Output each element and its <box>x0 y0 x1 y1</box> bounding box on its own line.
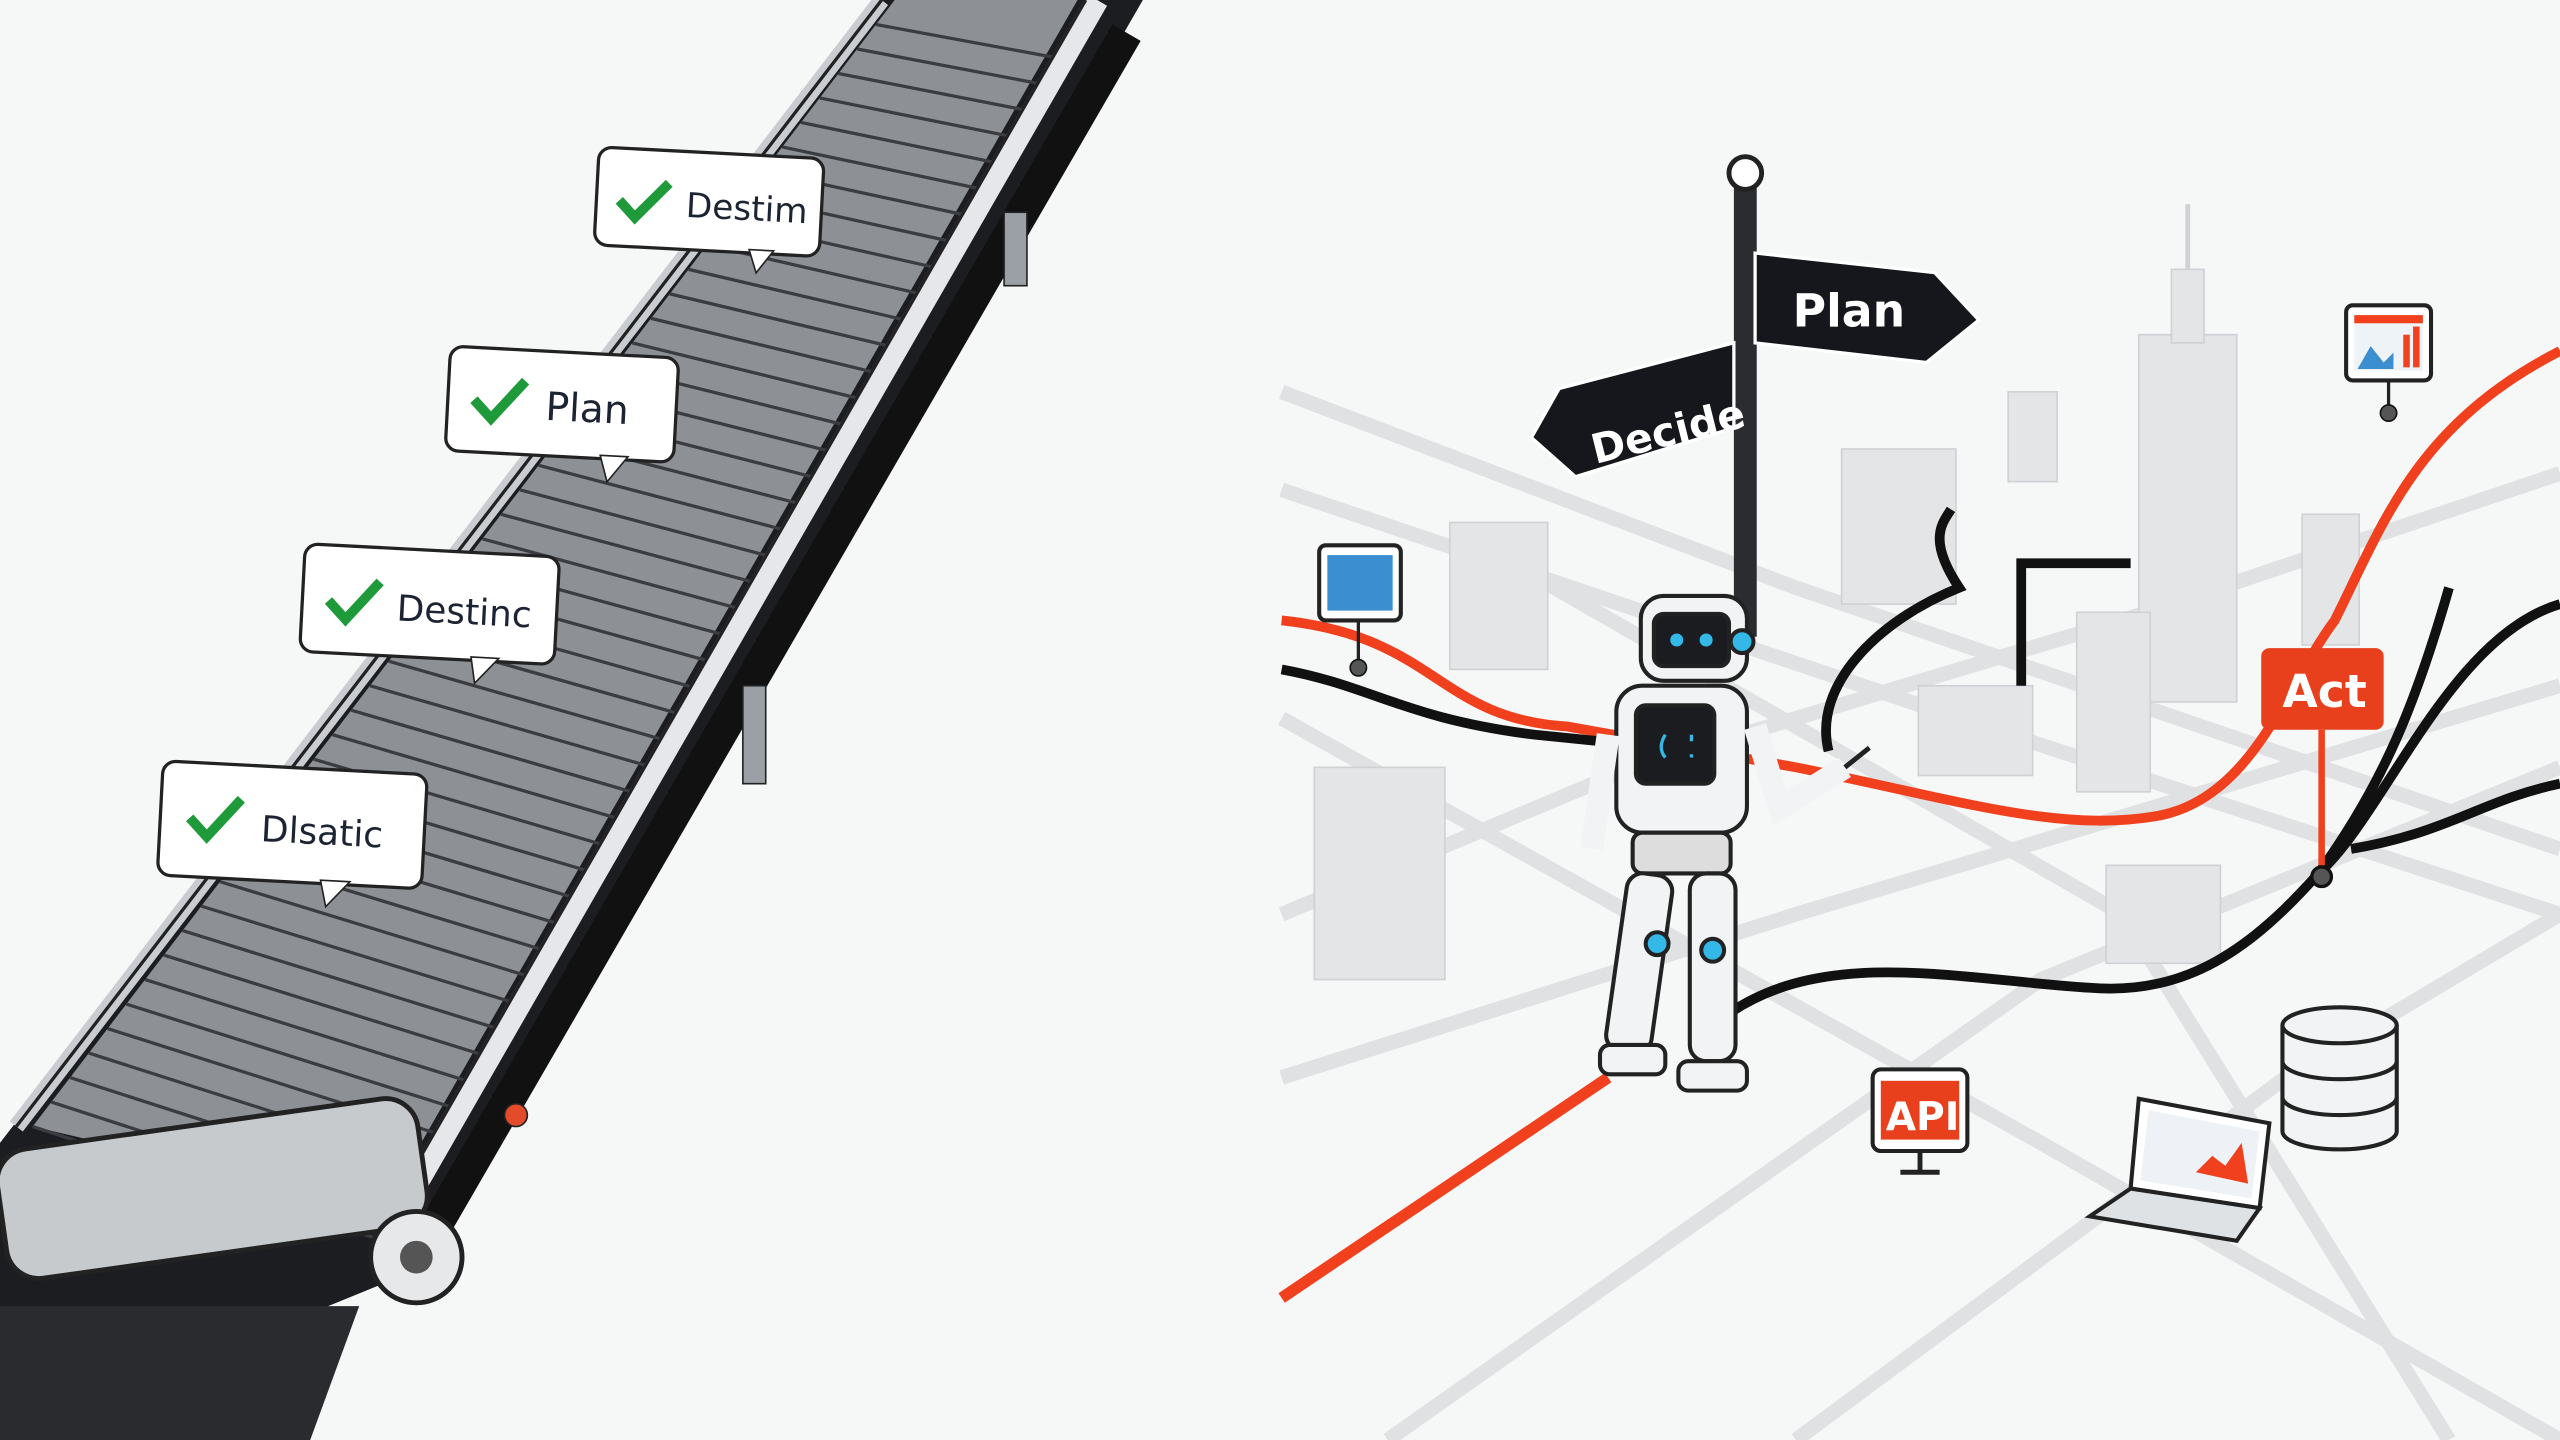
belt-slat <box>800 120 1003 166</box>
step-label-text: Plan <box>544 385 630 434</box>
belt-slat <box>519 488 777 560</box>
robot-eye <box>1670 633 1684 647</box>
belt-slat <box>688 267 912 324</box>
belt-slat <box>838 71 1033 114</box>
check-icon <box>186 795 245 844</box>
belt-slat <box>219 880 535 980</box>
robot-eye <box>1699 633 1713 647</box>
act-tag-text: Act <box>2282 665 2366 718</box>
chart-monitor-icon <box>2344 303 2434 423</box>
support-leg <box>1003 211 1028 287</box>
sign-plan-text: Plan <box>1793 285 1906 338</box>
api-sign: API <box>1870 1067 1970 1175</box>
belt-slat <box>781 145 988 192</box>
support-leg <box>742 684 767 785</box>
city-map <box>1278 204 2560 1440</box>
belt-slat <box>144 978 475 1085</box>
red-indicator <box>503 1102 529 1128</box>
black-route <box>1727 586 2454 1017</box>
red-route <box>1281 346 2560 826</box>
black-route <box>1821 506 1967 753</box>
black-route <box>2350 778 2560 854</box>
black-route <box>2016 558 2131 686</box>
belt-slat <box>182 929 505 1033</box>
check-icon <box>470 377 530 426</box>
check-icon <box>324 578 384 627</box>
belt-slat <box>163 953 490 1059</box>
sign-plan <box>1753 251 1982 365</box>
red-route <box>1278 1072 1612 1303</box>
belt-slat <box>631 341 867 402</box>
database-icon <box>2280 1005 2399 1152</box>
belt-slat <box>388 659 671 744</box>
black-route <box>1280 664 1617 748</box>
belt-slat <box>481 537 747 613</box>
belt-slat <box>819 96 1018 140</box>
check-icon <box>615 179 673 225</box>
belt-slat <box>500 512 762 586</box>
robot <box>1580 593 1871 1093</box>
step-label-text: Dlsatic <box>260 809 384 856</box>
belt-slat <box>350 708 641 796</box>
monitor-icon <box>1317 543 1403 677</box>
act-tag: Act <box>2261 648 2384 866</box>
step-labels: Destim Plan Destinc Dlsatic <box>156 145 826 909</box>
belt-slat <box>669 292 897 350</box>
belt-slat <box>538 463 792 534</box>
step-label: Destim <box>593 145 826 275</box>
buildings <box>1313 204 2360 981</box>
step-label-text: Destinc <box>396 588 533 636</box>
step-label: Destinc <box>298 542 561 686</box>
step-label: Dlsatic <box>156 759 429 909</box>
belt-slat <box>125 1002 460 1112</box>
step-label-text: Destim <box>685 186 809 232</box>
belt-slat <box>650 316 882 376</box>
belt-slat <box>856 47 1048 87</box>
belt-slat <box>332 733 626 823</box>
belt-slat <box>200 904 520 1006</box>
black-route <box>2315 599 2560 878</box>
belt-slat <box>875 22 1063 61</box>
step-label: Plan <box>444 345 680 484</box>
laptop-icon <box>2084 1096 2272 1244</box>
api-sign-text: API <box>1886 1095 1960 1140</box>
sign-decide <box>1529 340 1736 479</box>
signpost: Plan Decide <box>1529 154 1982 637</box>
belt-slat <box>369 684 656 770</box>
roller-drum <box>0 1096 430 1282</box>
